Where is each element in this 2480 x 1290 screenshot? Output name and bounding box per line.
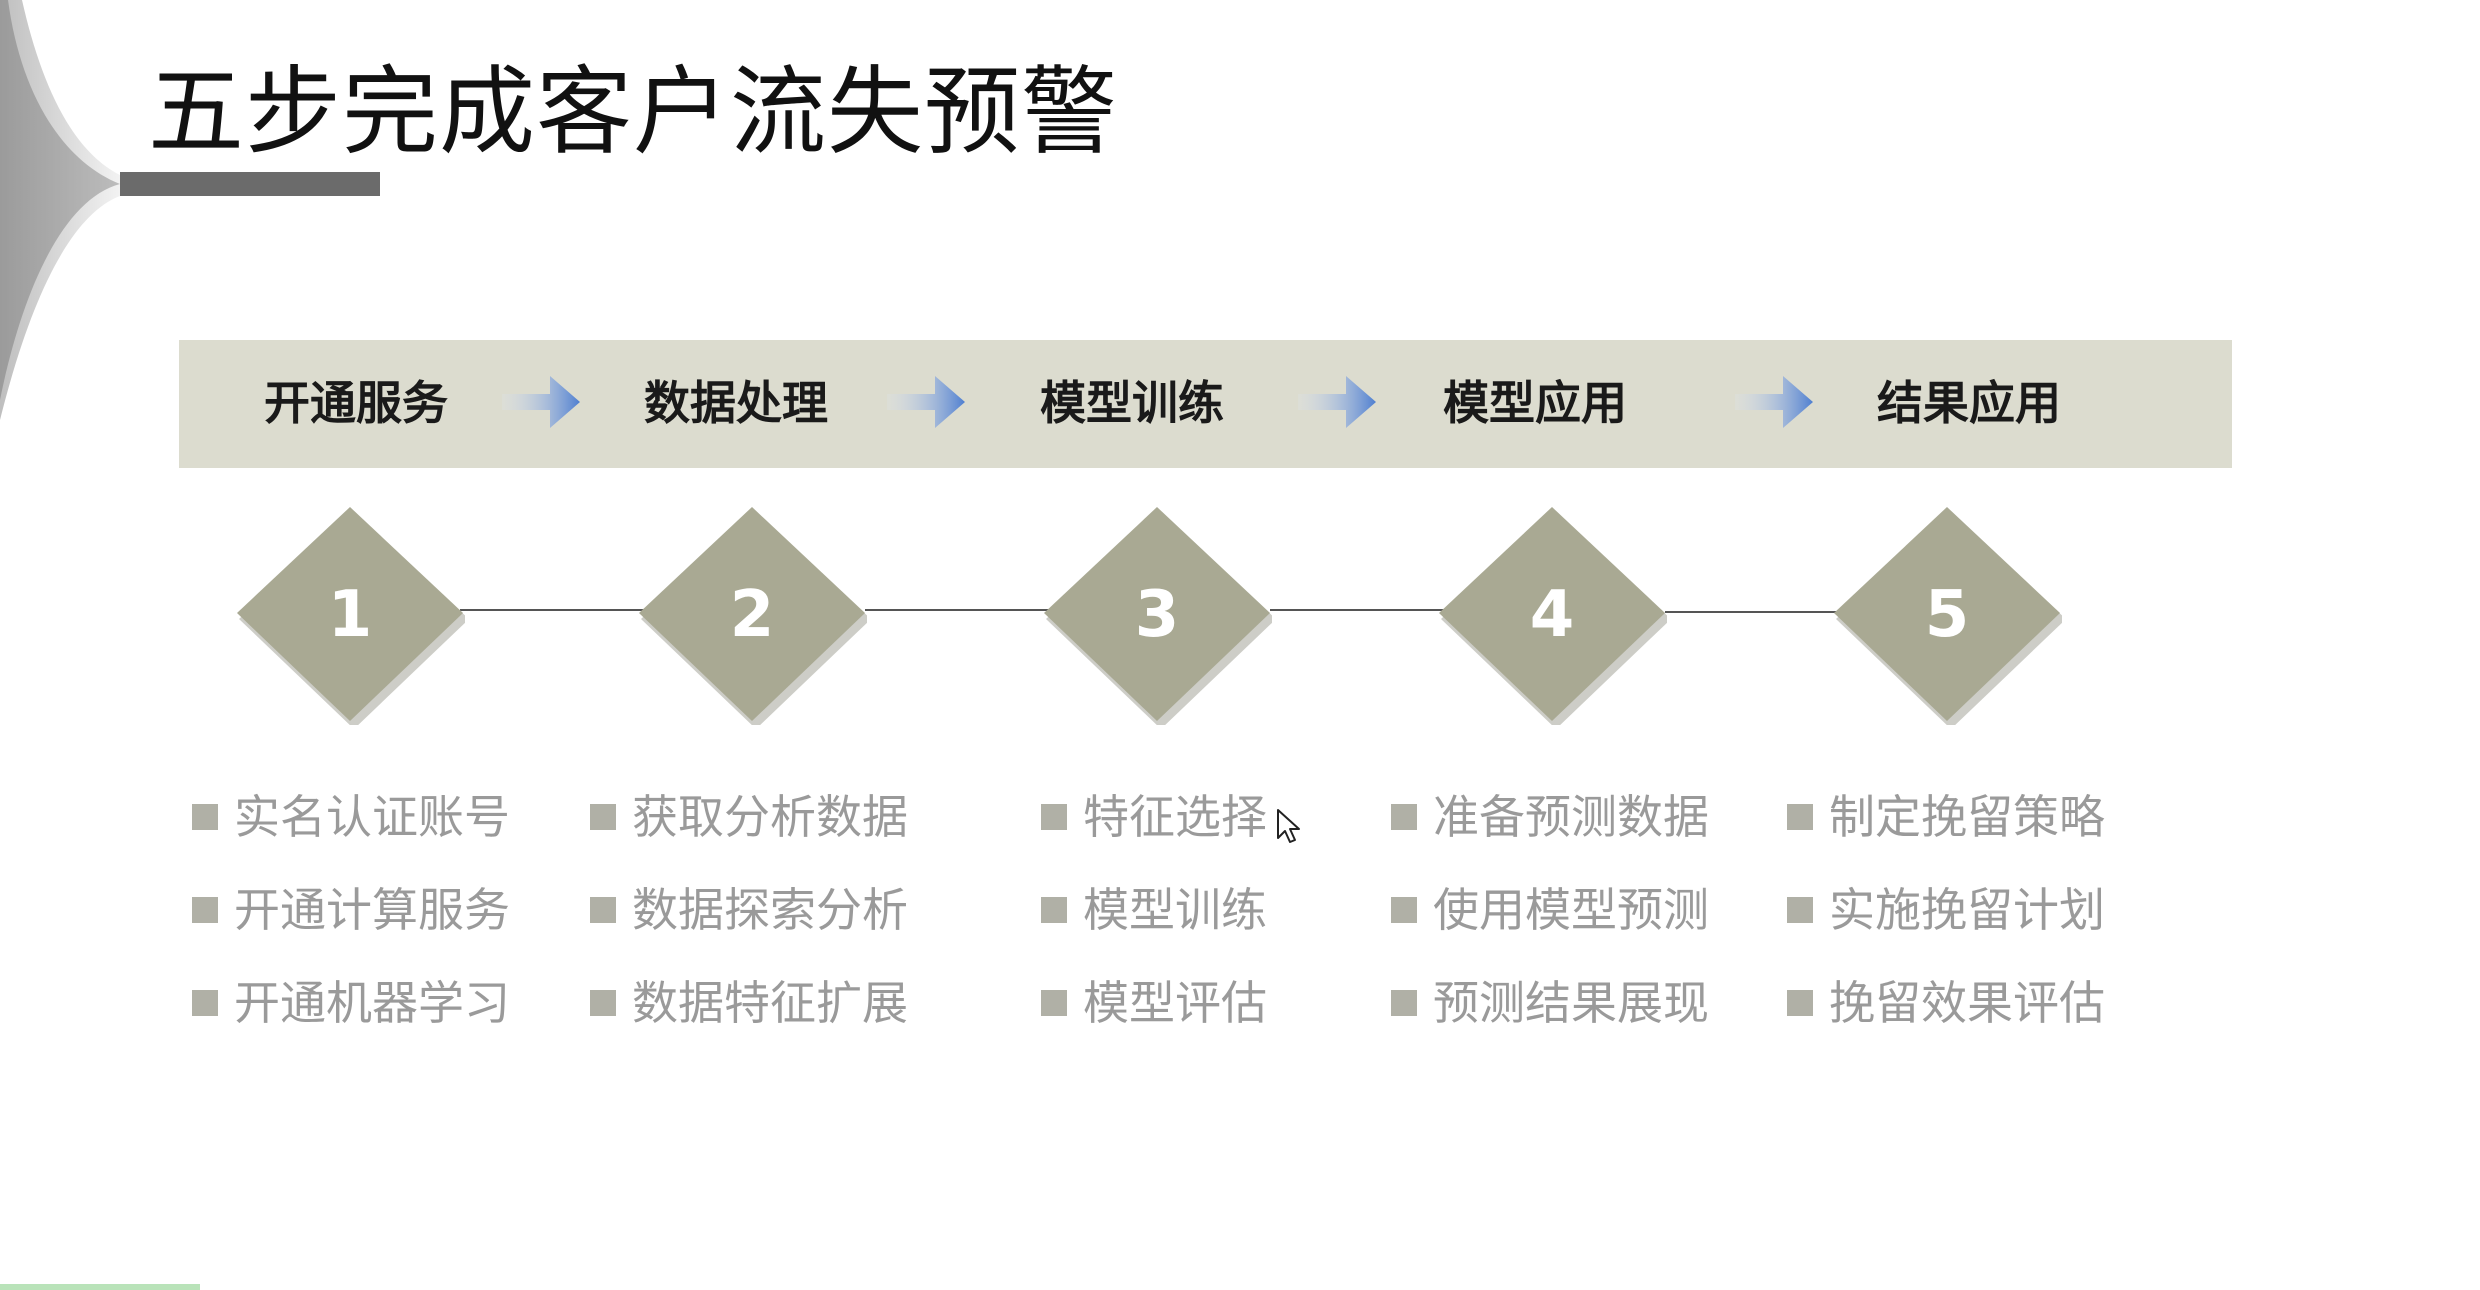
- square-bullet-icon: [1787, 989, 1813, 1016]
- step-2-task-list: 获取分析数据 数据探索分析 数据特征扩展: [590, 770, 908, 1049]
- step-diamond-2: 2: [637, 505, 871, 729]
- step-label-5: 结果应用: [1877, 376, 2061, 430]
- list-item: 特征选择: [1041, 770, 1267, 863]
- step-label-4: 模型应用: [1443, 376, 1627, 430]
- page-title: 五步完成客户流失预警: [148, 56, 1118, 168]
- list-item: 数据探索分析: [590, 863, 908, 956]
- list-item: 预测结果展现: [1391, 956, 1709, 1049]
- step-number-2: 2: [729, 578, 775, 652]
- list-item: 模型训练: [1041, 863, 1267, 956]
- step-diamond-4: 4: [1437, 505, 1671, 729]
- list-item: 开通计算服务: [192, 863, 510, 956]
- list-item: 挽留效果评估: [1787, 956, 2105, 1049]
- step-5-task-list: 制定挽留策略 实施挽留计划 挽留效果评估: [1787, 770, 2105, 1049]
- step-1-task-list: 实名认证账号 开通计算服务 开通机器学习: [192, 770, 510, 1049]
- right-arrow-icon: [1298, 376, 1376, 428]
- right-arrow-icon: [502, 376, 580, 428]
- title-underline-bar: [120, 172, 380, 196]
- step-diamond-3: 3: [1042, 505, 1276, 729]
- step-diamond-1: 1: [235, 505, 469, 729]
- step-number-3: 3: [1134, 578, 1180, 652]
- square-bullet-icon: [1041, 989, 1067, 1016]
- list-item: 制定挽留策略: [1787, 770, 2105, 863]
- right-arrow-icon: [1735, 376, 1813, 428]
- square-bullet-icon: [192, 803, 218, 830]
- step-4-task-list: 准备预测数据 使用模型预测 预测结果展现: [1391, 770, 1709, 1049]
- mouse-pointer-icon: [1277, 809, 1300, 843]
- step-number-5: 5: [1924, 578, 1970, 652]
- list-item: 获取分析数据: [590, 770, 908, 863]
- step-number-4: 4: [1529, 578, 1575, 652]
- step-number-1: 1: [327, 578, 373, 652]
- list-item: 实名认证账号: [192, 770, 510, 863]
- square-bullet-icon: [1391, 989, 1417, 1016]
- list-item: 使用模型预测: [1391, 863, 1709, 956]
- list-item: 模型评估: [1041, 956, 1267, 1049]
- list-item: 开通机器学习: [192, 956, 510, 1049]
- step-label-1: 开通服务: [264, 376, 448, 430]
- bottom-accent-strip: [0, 1284, 200, 1290]
- list-item: 数据特征扩展: [590, 956, 908, 1049]
- square-bullet-icon: [1787, 803, 1813, 830]
- step-label-3: 模型训练: [1040, 376, 1224, 430]
- square-bullet-icon: [1041, 803, 1067, 830]
- decorative-swoosh: [0, 0, 120, 420]
- step-label-2: 数据处理: [644, 376, 828, 430]
- square-bullet-icon: [590, 896, 616, 923]
- square-bullet-icon: [590, 803, 616, 830]
- square-bullet-icon: [192, 989, 218, 1016]
- square-bullet-icon: [590, 989, 616, 1016]
- list-item: 准备预测数据: [1391, 770, 1709, 863]
- step-3-task-list: 特征选择 模型训练 模型评估: [1041, 770, 1267, 1049]
- square-bullet-icon: [1787, 896, 1813, 923]
- list-item: 实施挽留计划: [1787, 863, 2105, 956]
- square-bullet-icon: [1391, 803, 1417, 830]
- square-bullet-icon: [1041, 896, 1067, 923]
- step-diamond-5: 5: [1832, 505, 2066, 729]
- square-bullet-icon: [192, 896, 218, 923]
- right-arrow-icon: [887, 376, 965, 428]
- square-bullet-icon: [1391, 896, 1417, 923]
